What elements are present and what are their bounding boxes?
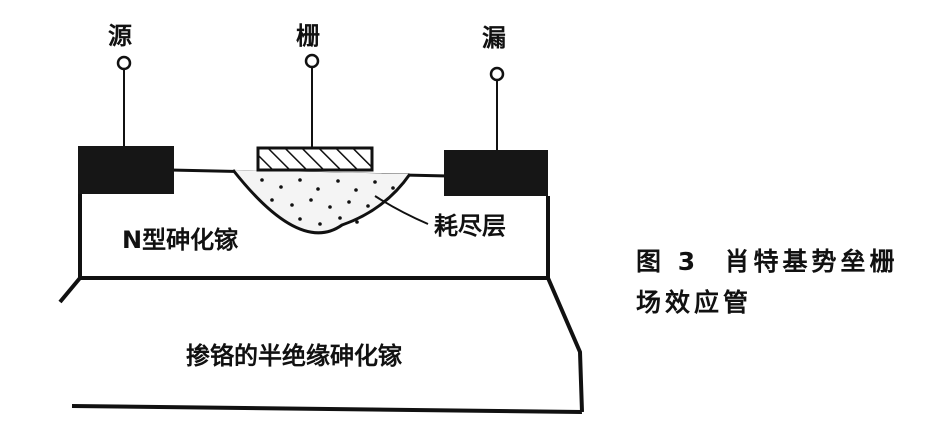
depletion-leader (374, 195, 429, 225)
caption-line-2: 场效应管 (636, 288, 752, 317)
gate-terminal (304, 53, 320, 69)
label-n-gaas: N型砷化镓 (122, 226, 239, 254)
caption-line-1: 图 3 肖特基势垒栅 (636, 247, 899, 276)
depletion-dots (260, 178, 395, 226)
drain-contact (444, 150, 548, 196)
drain-terminal (489, 66, 505, 82)
gate-contact (256, 146, 374, 172)
label-gate: 栅 (296, 22, 320, 50)
label-drain: 漏 (482, 24, 506, 52)
label-source: 源 (108, 22, 132, 50)
depletion-region (231, 169, 412, 235)
label-substrate: 掺铬的半绝缘砷化镓 (186, 342, 403, 370)
label-depletion: 耗尽层 (434, 212, 506, 240)
n-gaas-layer (78, 194, 550, 280)
source-terminal (116, 55, 132, 71)
source-contact (78, 146, 174, 194)
